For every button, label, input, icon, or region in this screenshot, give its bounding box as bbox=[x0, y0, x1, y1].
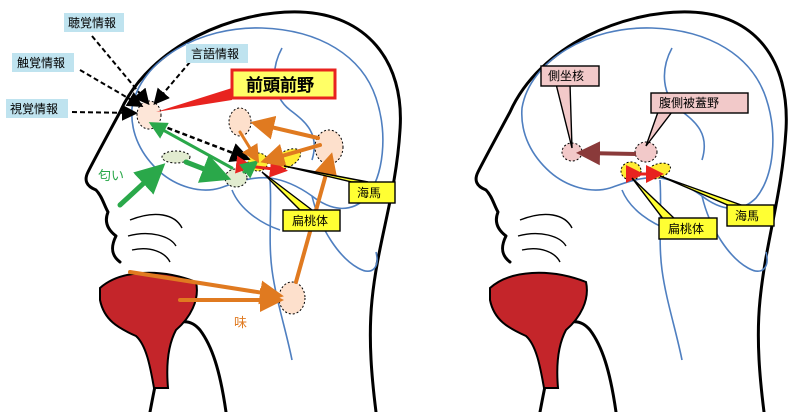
right-neck-front bbox=[556, 322, 616, 412]
left-prefrontal-spot bbox=[137, 101, 161, 129]
right-amygdala-pointer bbox=[632, 178, 676, 220]
left-taste-spot bbox=[279, 282, 305, 314]
prefrontal-pointer bbox=[156, 88, 232, 112]
nucleus-accumbens-pointer bbox=[556, 84, 572, 148]
right-jaw-lines bbox=[518, 214, 572, 262]
taste-label: 味 bbox=[234, 316, 247, 331]
vta-to-accumbens-arrow bbox=[584, 153, 636, 154]
language-label: 言語情報 bbox=[191, 46, 239, 61]
right-brain bbox=[522, 28, 773, 208]
vta-label: 腹側被蓋野 bbox=[659, 96, 719, 110]
left-panel: 聴覚情報 触覚情報 言語情報 視覚情報 前頭前野 匂い 味 扁桃体 海馬 bbox=[6, 12, 400, 412]
vta-pointer bbox=[646, 112, 672, 146]
left-brain bbox=[132, 28, 383, 208]
amygdala-label: 扁桃体 bbox=[292, 213, 328, 228]
prefrontal-label: 前頭前野 bbox=[246, 75, 314, 96]
hippocampus-label: 海馬 bbox=[357, 185, 381, 200]
left-brainstem bbox=[270, 180, 292, 360]
right-amygdala-spot bbox=[621, 162, 641, 180]
vision-label: 視覚情報 bbox=[10, 101, 58, 116]
left-jaw-lines bbox=[128, 214, 182, 262]
touch-label: 触覚情報 bbox=[17, 56, 65, 70]
hearing-label: 聴覚情報 bbox=[68, 16, 116, 30]
right-hippocampus-pointer bbox=[660, 176, 744, 206]
left-neck-front bbox=[166, 322, 226, 412]
nucleus-accumbens-label: 側坐核 bbox=[548, 69, 584, 83]
smell-label: 匂い bbox=[98, 169, 124, 184]
left-mouth bbox=[100, 273, 197, 388]
right-hippocampus-label: 海馬 bbox=[735, 208, 759, 223]
right-amygdala-label: 扁桃体 bbox=[668, 221, 704, 236]
right-panel: 側坐核 腹側被蓋野 扁桃体 海馬 bbox=[476, 12, 786, 412]
right-mouth bbox=[490, 273, 587, 388]
